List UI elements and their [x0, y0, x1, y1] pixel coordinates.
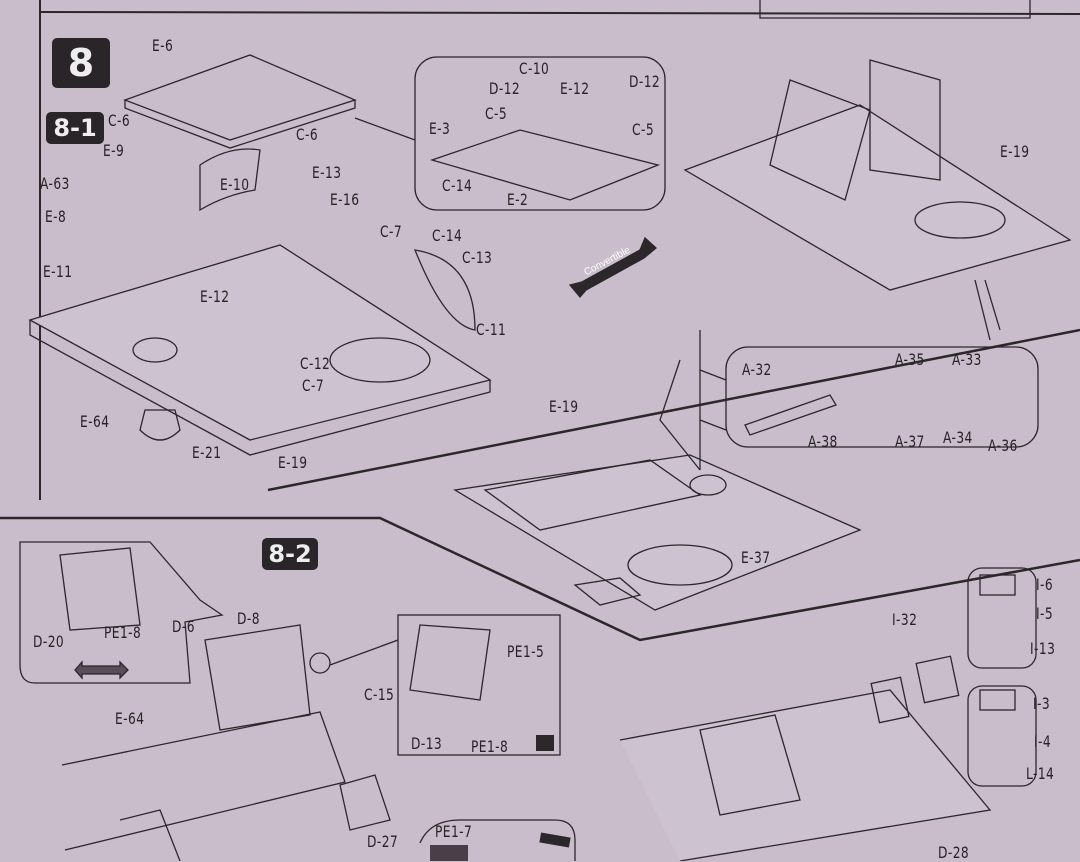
part-label: E-19 [278, 453, 308, 472]
part-label: A-63 [40, 174, 70, 193]
part-label: E-19 [549, 397, 579, 416]
substep-8-1-badge: 8-1 [46, 112, 104, 144]
part-label: E-3 [429, 119, 451, 138]
part-label: C-12 [300, 354, 331, 373]
part-label: C-6 [296, 125, 319, 144]
part-label: E-6 [152, 36, 174, 55]
part-label: E-9 [103, 141, 125, 160]
part-label: A-35 [895, 350, 925, 369]
part-label: D-28 [938, 843, 970, 862]
part-label: C-6 [108, 111, 131, 130]
part-label: E-12 [200, 287, 230, 306]
part-label: C-7 [380, 222, 403, 241]
part-label: C-14 [432, 226, 463, 245]
part-label: A-33 [952, 350, 982, 369]
part-label: I-6 [1036, 575, 1054, 594]
part-label: E-13 [312, 163, 342, 182]
part-label: A-38 [808, 432, 838, 451]
part-label: D-13 [411, 734, 443, 753]
part-label: PE1-5 [507, 642, 545, 661]
part-label: I-4 [1034, 732, 1052, 751]
part-label: I-3 [1033, 694, 1051, 713]
part-label: E-21 [192, 443, 222, 462]
part-label: E-10 [220, 175, 250, 194]
part-label: E-8 [45, 207, 67, 226]
part-label: D-12 [489, 79, 521, 98]
part-label: PE1-8 [104, 623, 142, 642]
substep-8-2-badge: 8-2 [262, 538, 318, 570]
part-label: C-15 [364, 685, 395, 704]
part-label: L-14 [1026, 764, 1055, 783]
part-label: C-5 [485, 104, 508, 123]
part-label: E-64 [115, 709, 145, 728]
part-label: E-19 [1000, 142, 1030, 161]
part-label: C-10 [519, 59, 550, 78]
part-label: C-14 [442, 176, 473, 195]
part-label: E-12 [560, 79, 590, 98]
part-label: E-16 [330, 190, 360, 209]
part-label: C-5 [632, 120, 655, 139]
part-label: C-13 [462, 248, 493, 267]
part-label: I-32 [892, 610, 918, 629]
step-8-badge: 8 [52, 38, 110, 88]
part-label: C-11 [476, 320, 507, 339]
part-label: PE1-7 [435, 822, 473, 841]
part-label: E-11 [43, 262, 73, 281]
part-label: E-2 [507, 190, 529, 209]
part-label: I-13 [1030, 639, 1056, 658]
part-label: A-34 [943, 428, 973, 447]
part-label: D-27 [367, 832, 399, 851]
part-label: I-5 [1036, 604, 1054, 623]
part-label: A-32 [742, 360, 772, 379]
part-label: C-7 [302, 376, 325, 395]
part-label: PE1-8 [471, 737, 509, 756]
part-label: E-37 [741, 548, 771, 567]
part-label: D-6 [172, 617, 195, 636]
part-label: E-64 [80, 412, 110, 431]
part-label: D-20 [33, 632, 65, 651]
part-label: A-36 [988, 436, 1018, 455]
part-label: A-37 [895, 432, 925, 451]
part-label: D-8 [237, 609, 260, 628]
part-label: D-12 [629, 72, 661, 91]
